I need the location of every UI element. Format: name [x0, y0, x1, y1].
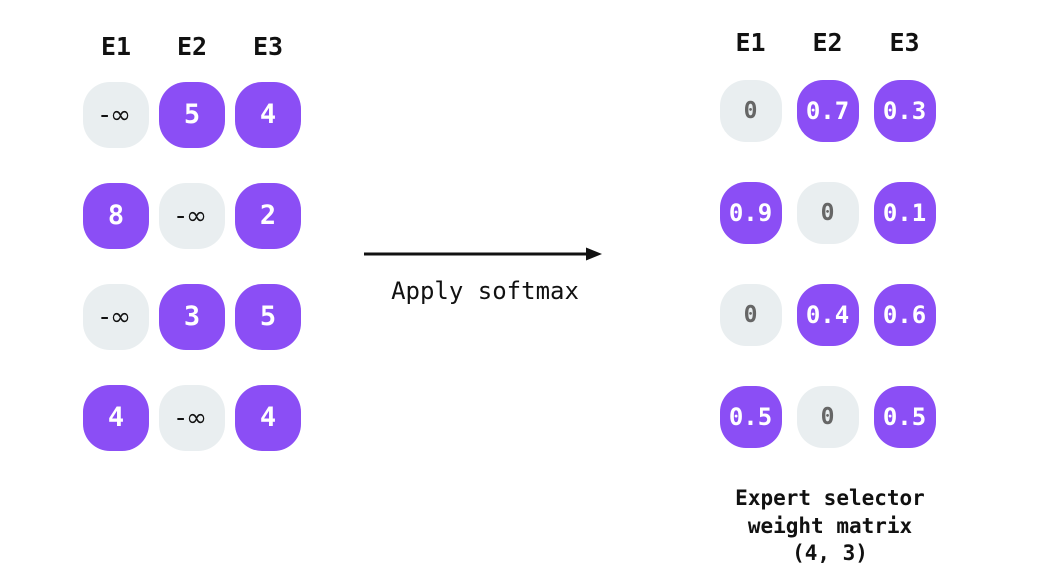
column-header-e3: E3 [252, 32, 284, 61]
cell-bubble-zero: 0 [719, 284, 782, 346]
cell-bubble-zero: 0 [719, 80, 782, 142]
caption-line-3: (4, 3) [792, 541, 868, 566]
cell-value: 0 [820, 403, 835, 430]
matrix-row: -∞ 3 5 [78, 266, 306, 367]
matrix-row: 0 0.4 0.6 [712, 264, 943, 366]
matrix-cell: 0.6 [866, 264, 943, 366]
cell-value: 5 [259, 301, 277, 332]
caption-line-1: Expert selector [735, 486, 925, 510]
matrix-cell: 0 [712, 60, 789, 162]
cell-bubble-active: 5 [159, 81, 225, 148]
matrix-cell: -∞ [78, 266, 154, 367]
cell-bubble-masked: -∞ [83, 283, 149, 350]
cell-bubble-active: 0.6 [873, 284, 936, 346]
cell-bubble-active: 2 [235, 182, 301, 249]
matrix-cell: 0.5 [712, 366, 789, 468]
matrix-cell: -∞ [78, 64, 154, 165]
matrix-cell: -∞ [154, 367, 230, 468]
cell-value: 0.6 [882, 301, 927, 329]
cell-bubble-active: 4 [235, 384, 301, 451]
cell-bubble-active: 0.3 [873, 80, 936, 142]
cell-bubble-masked: -∞ [159, 182, 225, 249]
cell-value: 4 [259, 99, 277, 130]
matrix-cell: 3 [154, 266, 230, 367]
matrix-row: 0 0.7 0.3 [712, 60, 943, 162]
cell-value: 4 [107, 402, 125, 433]
cell-value: -∞ [100, 100, 132, 129]
matrix-cell: 0 [712, 264, 789, 366]
cell-bubble-active: 0.7 [796, 80, 859, 142]
matrix-row: 0.9 0 0.1 [712, 162, 943, 264]
cell-value: 0.5 [728, 403, 773, 431]
cell-value: 0.3 [882, 97, 927, 125]
matrix-cell: 4 [230, 367, 306, 468]
cell-bubble-active: 4 [83, 384, 149, 451]
cell-bubble-active: 0.4 [796, 284, 859, 346]
cell-value: 0.7 [805, 97, 850, 125]
cell-value: 0 [820, 199, 835, 226]
cell-bubble-masked: -∞ [159, 384, 225, 451]
cell-bubble-masked: -∞ [83, 81, 149, 148]
cell-value: 2 [259, 200, 277, 231]
arrow-right-icon [364, 247, 602, 261]
matrix-caption: Expert selector weight matrix (4, 3) [700, 485, 960, 568]
column-header-e1: E1 [735, 28, 766, 57]
matrix-cell: 2 [230, 165, 306, 266]
cell-bubble-zero: 0 [796, 182, 859, 244]
cell-bubble-active: 4 [235, 81, 301, 148]
cell-value: 0.1 [882, 199, 927, 227]
softmax-matrix-header-row: E1 E2 E3 [712, 28, 943, 60]
caption-line-2: weight matrix [747, 513, 913, 538]
cell-value: -∞ [100, 302, 132, 331]
cell-value: 0.9 [728, 199, 773, 227]
column-header-e3: E3 [889, 28, 920, 57]
matrix-cell: 0.4 [789, 264, 866, 366]
matrix-row: -∞ 5 4 [78, 64, 306, 165]
transform-label: Apply softmax [391, 277, 579, 305]
matrix-row: 0.5 0 0.5 [712, 366, 943, 468]
cell-value: 0 [743, 301, 758, 328]
cell-value: 0.5 [882, 403, 927, 431]
cell-bubble-zero: 0 [796, 386, 859, 448]
logits-matrix: E1 E2 E3 -∞ 5 4 8 -∞ 2 -∞ 3 5 [78, 32, 306, 468]
column-header-e1: E1 [100, 32, 132, 61]
matrix-cell: 5 [154, 64, 230, 165]
matrix-cell: 4 [230, 64, 306, 165]
matrix-cell: 0.5 [866, 366, 943, 468]
logits-matrix-header-row: E1 E2 E3 [78, 32, 306, 64]
matrix-cell: 8 [78, 165, 154, 266]
cell-value: 3 [183, 301, 201, 332]
matrix-cell: 0.3 [866, 60, 943, 162]
matrix-row: 4 -∞ 4 [78, 367, 306, 468]
cell-value: 4 [259, 402, 277, 433]
cell-value: 0 [743, 97, 758, 124]
matrix-cell: 0 [789, 162, 866, 264]
cell-bubble-active: 0.5 [719, 386, 782, 448]
matrix-cell: -∞ [154, 165, 230, 266]
matrix-cell: 0.1 [866, 162, 943, 264]
matrix-cell: 5 [230, 266, 306, 367]
softmax-weights-matrix: E1 E2 E3 0 0.7 0.3 0.9 0 0.1 0 0.4 [712, 28, 943, 468]
matrix-cell: 0.9 [712, 162, 789, 264]
cell-value: 5 [183, 99, 201, 130]
cell-bubble-active: 8 [83, 182, 149, 249]
column-header-e2: E2 [812, 28, 843, 57]
matrix-row: 8 -∞ 2 [78, 165, 306, 266]
matrix-cell: 4 [78, 367, 154, 468]
cell-bubble-active: 3 [159, 283, 225, 350]
cell-value: -∞ [176, 403, 208, 432]
cell-bubble-active: 0.1 [873, 182, 936, 244]
cell-value: 0.4 [805, 301, 850, 329]
cell-bubble-active: 0.9 [719, 182, 782, 244]
cell-value: 8 [107, 200, 125, 231]
cell-bubble-active: 5 [235, 283, 301, 350]
cell-bubble-active: 0.5 [873, 386, 936, 448]
cell-value: -∞ [176, 201, 208, 230]
matrix-cell: 0 [789, 366, 866, 468]
matrix-cell: 0.7 [789, 60, 866, 162]
column-header-e2: E2 [176, 32, 208, 61]
